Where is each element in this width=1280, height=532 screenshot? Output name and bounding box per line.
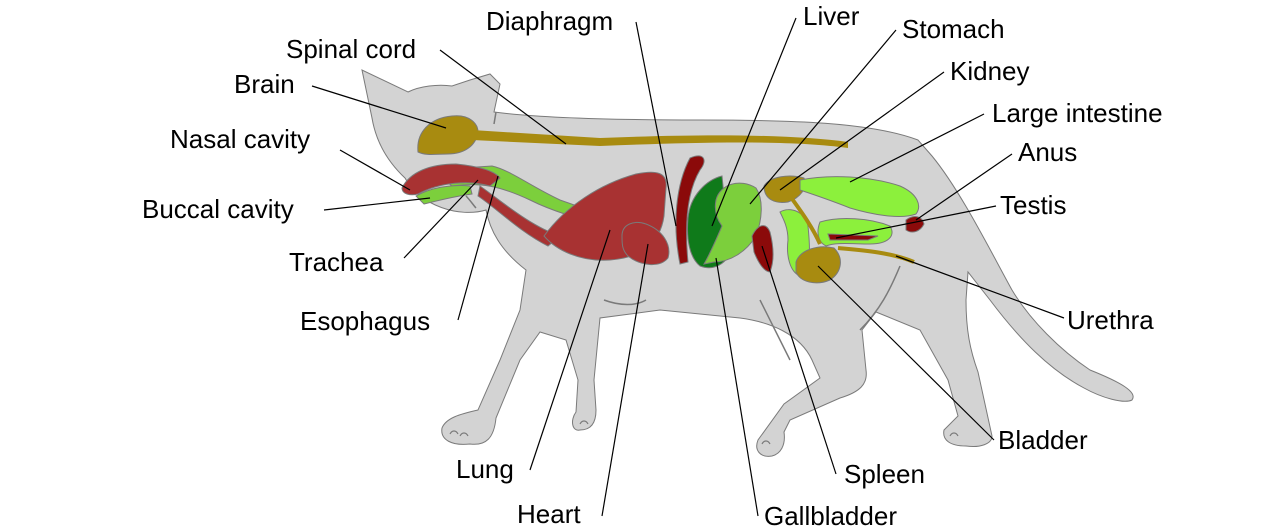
label-spinal-cord: Spinal cord — [286, 34, 416, 64]
leader-esophagus — [457, 175, 499, 321]
label-bladder: Bladder — [998, 425, 1088, 455]
label-trachea: Trachea — [289, 247, 384, 277]
label-anus: Anus — [1018, 137, 1077, 167]
leader-lines — [311, 17, 1065, 517]
bladder-shape — [795, 246, 841, 284]
label-stomach: Stomach — [902, 14, 1005, 44]
leader-trachea — [403, 179, 479, 259]
label-lung: Lung — [456, 454, 514, 484]
leader-lung — [529, 229, 611, 471]
label-gallbladder: Gallbladder — [764, 501, 897, 531]
label-spleen: Spleen — [844, 459, 925, 489]
label-esophagus: Esophagus — [300, 306, 430, 336]
leader-heart — [601, 243, 649, 517]
buccal-cavity-shape — [415, 185, 473, 205]
testis-shape — [827, 233, 879, 241]
leader-spleen — [761, 245, 837, 475]
leader-buccal-cavity — [323, 197, 431, 211]
trachea-shape — [477, 185, 562, 247]
label-urethra: Urethra — [1067, 305, 1154, 335]
label-kidney: Kidney — [950, 56, 1030, 86]
leader-diaphragm — [635, 21, 677, 227]
label-large-intestine: Large intestine — [992, 98, 1163, 128]
leader-nasal-cavity — [339, 149, 411, 191]
label-nasal-cavity: Nasal cavity — [170, 124, 310, 154]
label-brain: Brain — [234, 69, 295, 99]
leader-stomach — [749, 29, 897, 205]
cat-outline-detail — [493, 111, 497, 125]
urinary-tract — [788, 194, 915, 264]
cat-outline-detail — [465, 195, 477, 209]
kidney-shape — [763, 175, 806, 203]
leader-urethra — [895, 255, 1065, 319]
cat-leg-line — [859, 265, 901, 331]
leader-testis — [835, 205, 997, 239]
cat-toe — [579, 420, 589, 425]
leader-large-intestine — [849, 113, 985, 183]
leader-liver — [711, 17, 797, 227]
leader-spinal-cord — [439, 49, 567, 145]
leader-bladder — [817, 265, 995, 441]
small-intestine-loop — [817, 218, 893, 247]
leader-brain — [311, 85, 447, 129]
label-heart: Heart — [517, 499, 581, 529]
nasal-cavity-shape — [401, 163, 501, 196]
cat-silhouette — [361, 69, 1134, 457]
diaphragm-shape — [675, 155, 705, 265]
labels: Diaphragm Liver Stomach Spinal cord Kidn… — [142, 1, 1163, 531]
cat-belly-line — [603, 299, 647, 306]
leader-gallbladder — [715, 257, 759, 517]
leader-anus — [915, 153, 1013, 221]
label-diaphragm: Diaphragm — [486, 6, 613, 36]
cat-toe — [949, 432, 959, 437]
stomach-shape — [702, 182, 762, 265]
label-liver: Liver — [803, 1, 860, 31]
cat-belly-line — [759, 299, 791, 361]
heart-shape — [621, 222, 670, 265]
leader-kidney — [779, 71, 945, 191]
cat-body — [361, 69, 1134, 457]
label-testis: Testis — [1000, 190, 1066, 220]
label-buccal-cavity: Buccal cavity — [142, 194, 294, 224]
cat-toe — [761, 440, 771, 445]
anus-shape — [905, 216, 925, 233]
cat-toe — [449, 430, 469, 437]
